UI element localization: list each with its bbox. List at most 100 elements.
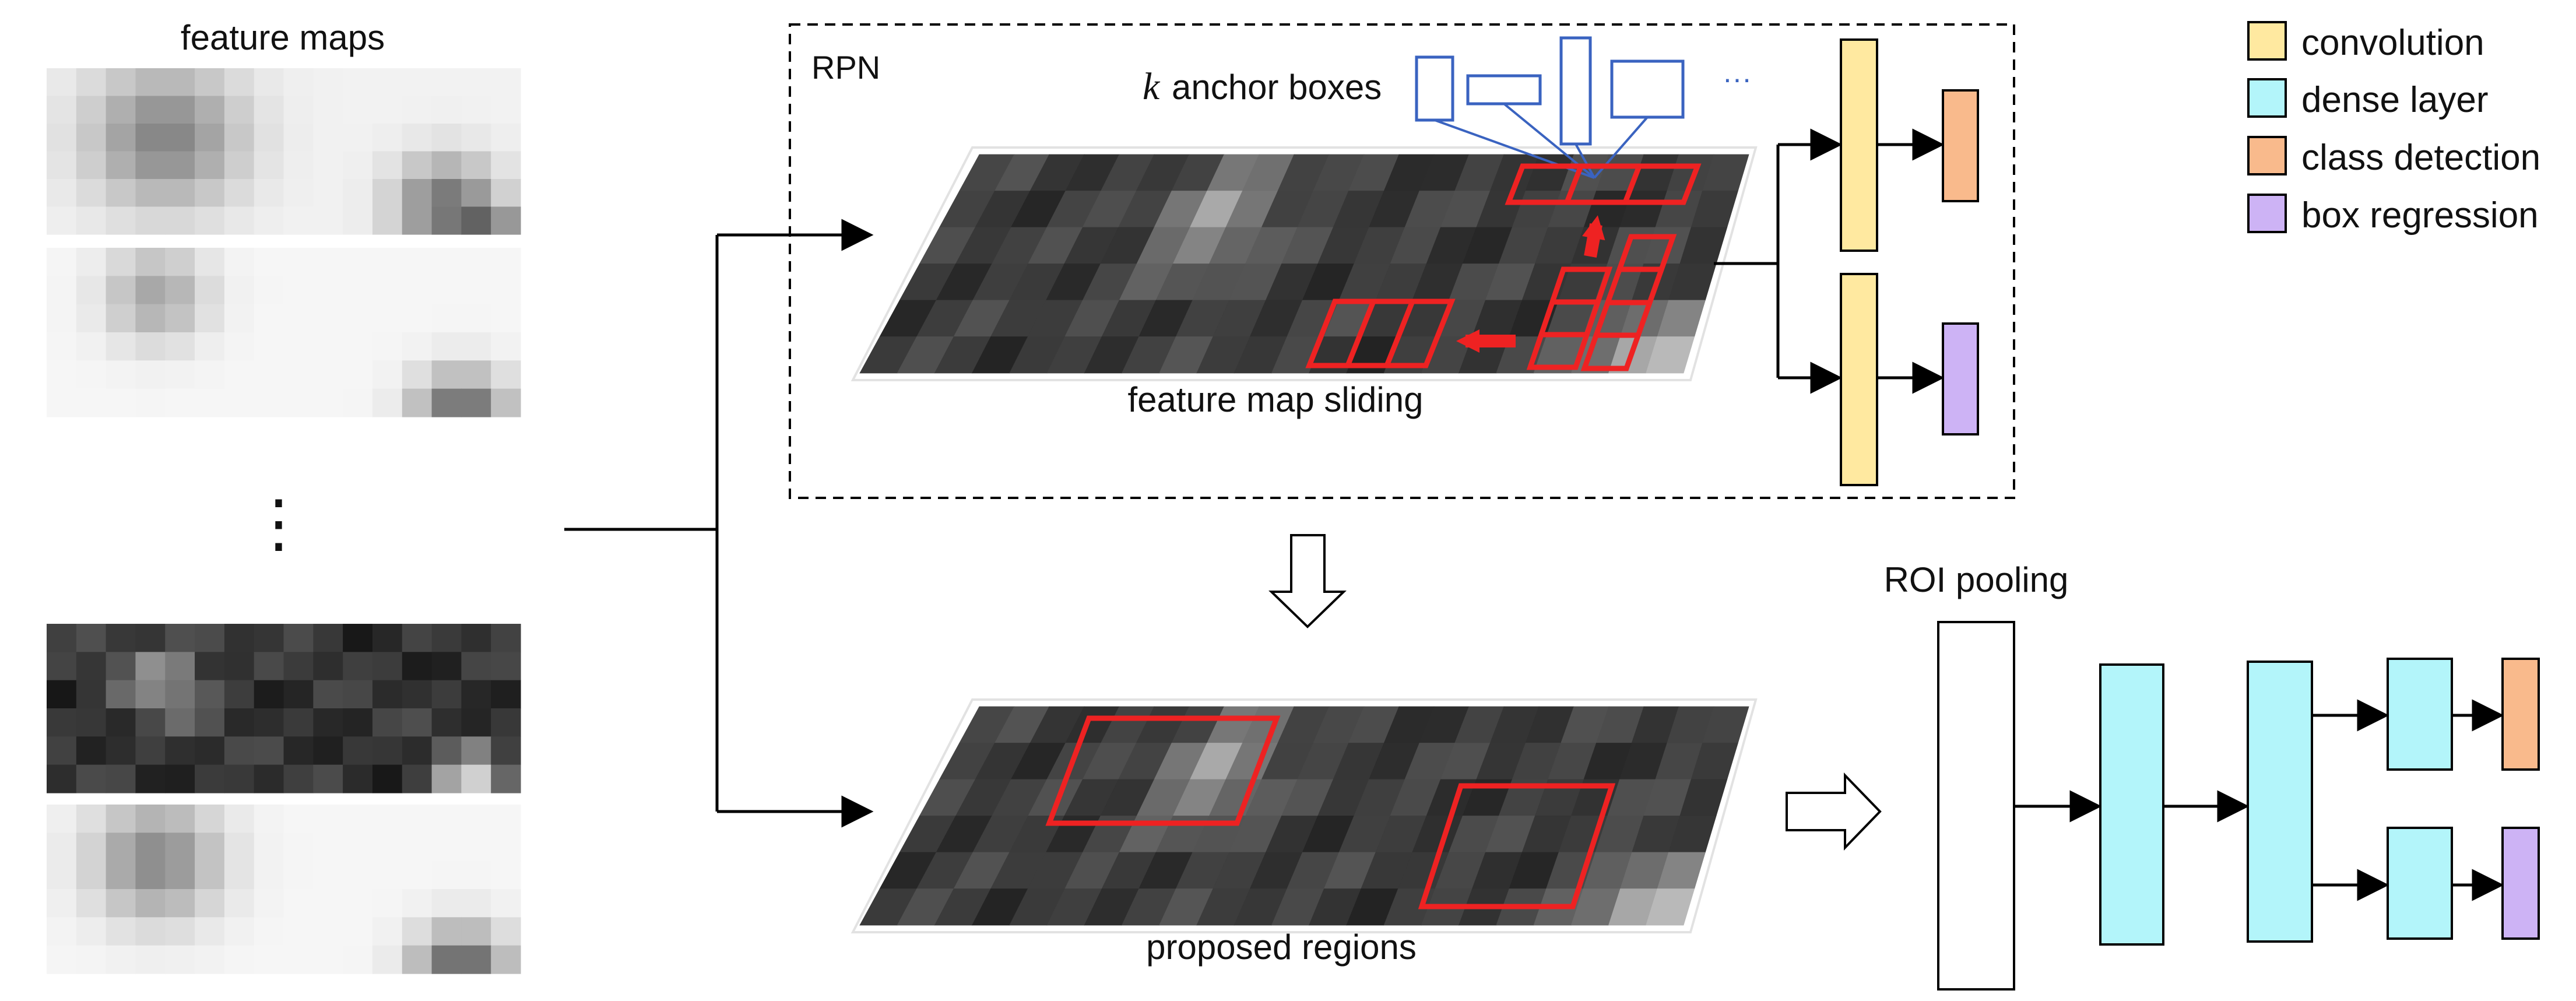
- feature-cell: [431, 708, 462, 737]
- feature-cell: [165, 860, 195, 890]
- feature-cell: [165, 680, 195, 709]
- feature-cell: [47, 889, 77, 918]
- feature-cell: [106, 764, 136, 793]
- feature-cell: [431, 652, 462, 681]
- feature-cell: [254, 917, 284, 946]
- feature-cell: [283, 736, 314, 765]
- feature-cell: [461, 388, 491, 417]
- feature-cell: [254, 805, 284, 833]
- feature-cell: [402, 945, 433, 974]
- feature-cell: [195, 304, 225, 333]
- dense-cls-block: [2387, 658, 2453, 771]
- feature-cell: [165, 736, 195, 765]
- feature-cell: [461, 945, 491, 974]
- feature-cell: [283, 708, 314, 737]
- feature-cell: [254, 304, 284, 333]
- feature-cell: [313, 624, 343, 652]
- feature-cell: [165, 151, 195, 180]
- feature-cell: [343, 917, 373, 946]
- feature-cell: [313, 151, 343, 180]
- feature-cell: [313, 206, 343, 235]
- feature-cell: [47, 652, 77, 681]
- feature-cell: [283, 360, 314, 389]
- feature-cell: [313, 889, 343, 918]
- feature-cell: [491, 124, 521, 152]
- feature-cell: [195, 332, 225, 361]
- feature-cell: [76, 680, 107, 709]
- feature-maps-title: feature maps: [181, 18, 385, 57]
- feature-cell: [106, 304, 136, 333]
- legend-swatch-dense-layer: [2247, 78, 2287, 118]
- feature-cell: [254, 276, 284, 305]
- feature-cell: [224, 652, 255, 681]
- feature-cell: [47, 917, 77, 946]
- feature-cell: [254, 68, 284, 97]
- feature-cell: [195, 68, 225, 97]
- feature-cell: [343, 124, 373, 152]
- feature-cell: [47, 833, 77, 862]
- feature-cell: [106, 151, 136, 180]
- feature-cell: [224, 708, 255, 737]
- feature-cell: [135, 889, 166, 918]
- feature-cell: [165, 652, 195, 681]
- feature-cell: [254, 833, 284, 862]
- feature-cell: [283, 96, 314, 124]
- feature-cell: [76, 764, 107, 793]
- feature-cell: [224, 96, 255, 124]
- feature-cell: [254, 652, 284, 681]
- feature-cell: [135, 680, 166, 709]
- feature-cell: [76, 388, 107, 417]
- feature-cell: [165, 945, 195, 974]
- feature-cell: [431, 945, 462, 974]
- feature-cell: [402, 360, 433, 389]
- feature-cell: [313, 680, 343, 709]
- feature-cell: [461, 624, 491, 652]
- feature-cell: [76, 151, 107, 180]
- feature-cell: [283, 304, 314, 333]
- feature-cell: [106, 276, 136, 305]
- feature-cell: [195, 276, 225, 305]
- rpn-conv-box-block: [1840, 273, 1878, 486]
- feature-cell: [491, 179, 521, 208]
- feature-cell: [431, 889, 462, 918]
- anchor-more: ···: [1723, 62, 1752, 95]
- feature-cell: [254, 206, 284, 235]
- feature-cell: [313, 652, 343, 681]
- feature-cell: [372, 151, 403, 180]
- feature-cell: [343, 889, 373, 918]
- proposed-regions-label: proposed regions: [1146, 928, 1417, 967]
- feature-cell: [195, 736, 225, 765]
- feature-cell: [1646, 336, 1695, 374]
- feature-cell: [343, 151, 373, 180]
- rpn-box-block: [1942, 322, 1979, 435]
- feature-cell: [313, 833, 343, 862]
- feature-cell: [135, 179, 166, 208]
- feature-cell: [491, 96, 521, 124]
- feature-cell: [343, 833, 373, 862]
- feature-cell: [47, 304, 77, 333]
- proposed-region-1: [1045, 715, 1281, 826]
- feature-cell: [254, 96, 284, 124]
- feature-cell: [402, 276, 433, 305]
- feature-cell: [224, 833, 255, 862]
- feature-cell: [76, 917, 107, 946]
- feature-cell: [343, 624, 373, 652]
- feature-map-4: [47, 805, 521, 974]
- feature-cell: [372, 805, 403, 833]
- feature-cell: [283, 151, 314, 180]
- feature-cell: [313, 124, 343, 152]
- feature-cell: [106, 360, 136, 389]
- feature-cell: [431, 124, 462, 152]
- dense-block-2: [2247, 661, 2313, 943]
- rpn-feature-map: [851, 146, 1758, 381]
- feature-cell: [254, 945, 284, 974]
- feature-cell: [491, 860, 521, 890]
- feature-cell: [135, 68, 166, 97]
- feature-cell: [372, 304, 403, 333]
- feature-cell: [283, 833, 314, 862]
- class-detection-block: [2501, 658, 2540, 771]
- feature-cell: [76, 68, 107, 97]
- feature-cell: [372, 624, 403, 652]
- legend-label-dense-layer: dense layer: [2301, 80, 2489, 120]
- feature-cell: [402, 304, 433, 333]
